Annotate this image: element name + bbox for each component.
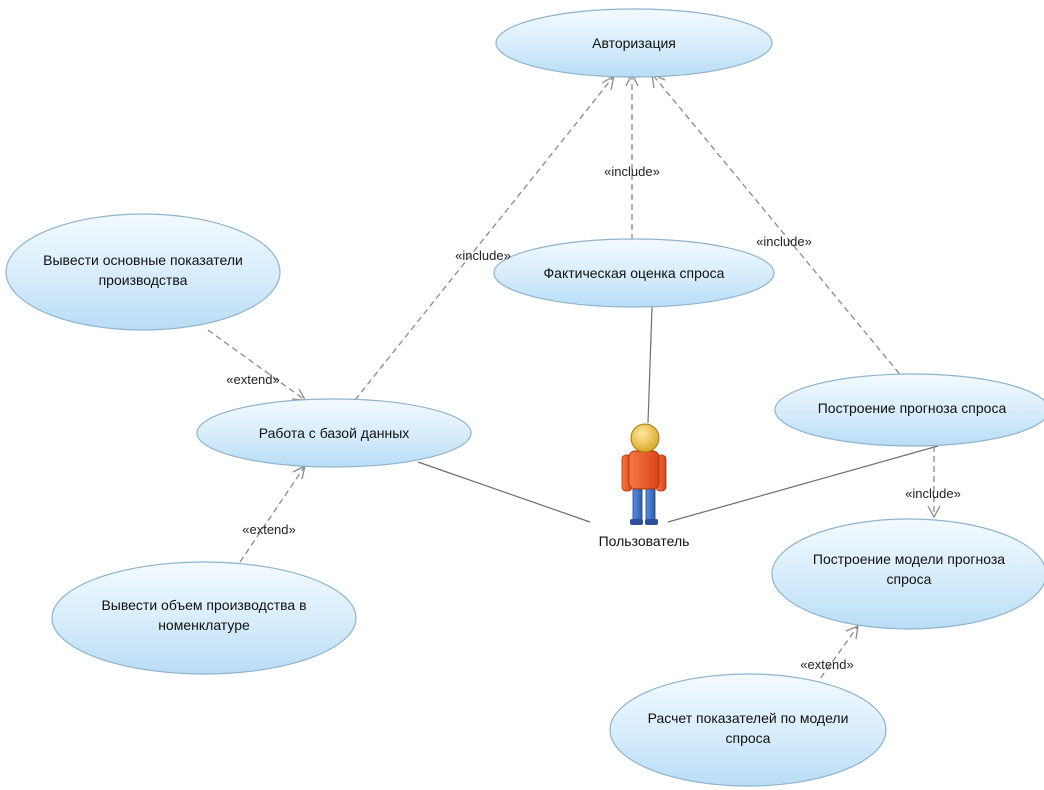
associations bbox=[417, 306, 939, 523]
relation-forecast-auth bbox=[651, 73, 913, 390]
stereotype-extend-volume: «extend» bbox=[242, 522, 296, 537]
association-db bbox=[417, 461, 591, 523]
use-case-authorization[interactable]: Авторизация bbox=[495, 8, 773, 78]
relation-calc-model bbox=[814, 625, 859, 687]
stereotype-include-db: «include» bbox=[455, 248, 511, 263]
use-case-label: Авторизация bbox=[592, 35, 676, 51]
stereotype-include-actual: «include» bbox=[604, 164, 660, 179]
actor-icon bbox=[621, 423, 667, 525]
actor-user[interactable]: Пользователь bbox=[599, 423, 690, 549]
actor-label: Пользователь bbox=[599, 533, 690, 549]
association-forecast bbox=[667, 445, 939, 523]
association-actual bbox=[647, 306, 653, 424]
use-case-label: Построение прогноза спроса bbox=[818, 400, 1007, 416]
use-case-database[interactable]: Работа с базой данных bbox=[196, 398, 472, 468]
stereotype-include-model: «include» bbox=[905, 486, 961, 501]
relation-db-auth bbox=[354, 75, 615, 401]
use-case-label: Фактическая оценка спроса bbox=[544, 265, 725, 281]
stereotype-extend-indicators: «extend» bbox=[226, 372, 280, 387]
use-cases: Авторизация Фактическая оценка спроса Ра… bbox=[5, 8, 1044, 787]
arrowhead-calc-model bbox=[845, 624, 859, 640]
relation-indicators-db bbox=[207, 329, 306, 401]
stereotype-labels: «include» «include» «include» «include» … bbox=[226, 164, 961, 672]
arrowhead-forecast-model bbox=[927, 505, 941, 519]
relation-volume-db bbox=[239, 465, 306, 563]
stereotype-include-forecast: «include» bbox=[756, 234, 812, 249]
use-case-label: Работа с базой данных bbox=[259, 425, 410, 441]
arrowhead-indicators-db bbox=[291, 388, 307, 401]
use-case-forecast[interactable]: Построение прогноза спроса bbox=[774, 373, 1044, 447]
use-case-actual-demand[interactable]: Фактическая оценка спроса bbox=[493, 238, 775, 308]
stereotype-extend-calc: «extend» bbox=[800, 657, 854, 672]
